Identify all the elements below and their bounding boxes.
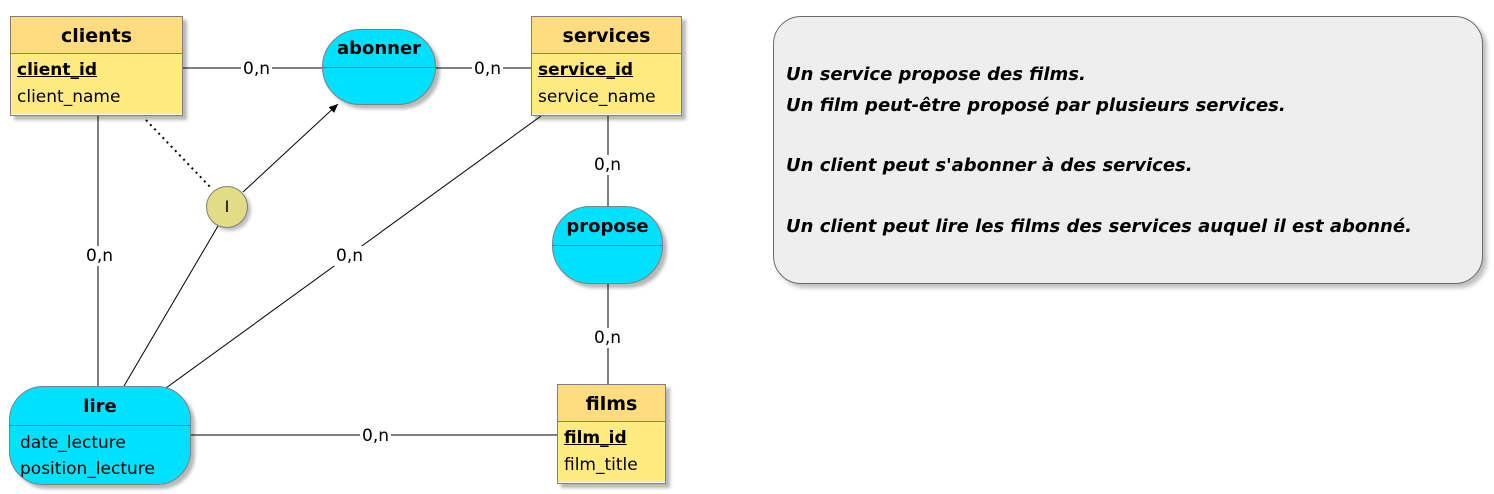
attribute-film-id: film_id <box>564 428 627 448</box>
attribute-film-title: film_title <box>564 455 638 475</box>
constraint-dotted-link <box>145 119 213 190</box>
attribute-position-lecture: position_lecture <box>20 459 155 479</box>
cardinality-films-propose: 0,n <box>592 328 623 348</box>
relation-lire-title: lire <box>10 387 190 426</box>
relation-propose[interactable]: propose <box>552 206 663 284</box>
cardinality-films-lire: 0,n <box>360 426 391 446</box>
attribute-service-id: service_id <box>538 60 634 80</box>
note-line: Un service propose des films. <box>786 64 1086 85</box>
note-line: Un film peut-être proposé par plusieurs … <box>786 95 1286 116</box>
relation-lire[interactable]: lire date_lecture position_lecture <box>9 386 191 485</box>
cardinality-services-propose: 0,n <box>592 155 623 175</box>
description-note: Un service propose des films. Un film pe… <box>773 16 1483 284</box>
relation-abonner-title: abonner <box>323 30 435 68</box>
note-line: Un client peut lire les films des servic… <box>786 216 1412 237</box>
entity-films[interactable]: films film_id film_title <box>557 384 666 484</box>
attribute-client-name: client_name <box>17 87 121 107</box>
constraint-arrow <box>242 103 339 193</box>
entity-clients[interactable]: clients client_id client_name <box>10 16 183 116</box>
link-lire-constraint <box>123 225 219 387</box>
attribute-date-lecture: date_lecture <box>20 433 126 453</box>
entity-services-title: services <box>532 17 681 54</box>
entity-services[interactable]: services service_id service_name <box>531 16 682 116</box>
attribute-service-name: service_name <box>538 87 656 107</box>
entity-films-title: films <box>558 385 665 422</box>
relation-propose-title: propose <box>553 207 662 246</box>
cardinality-services-lire: 0,n <box>334 246 365 266</box>
attribute-client-id: client_id <box>17 60 97 80</box>
cardinality-clients-lire: 0,n <box>84 246 115 266</box>
inclusion-constraint[interactable]: I <box>206 186 248 228</box>
cardinality-clients-abonner: 0,n <box>241 59 272 79</box>
note-line: Un client peut s'abonner à des services. <box>786 155 1193 176</box>
entity-clients-title: clients <box>11 17 182 54</box>
relation-abonner[interactable]: abonner <box>322 29 436 105</box>
cardinality-services-abonner: 0,n <box>472 59 503 79</box>
